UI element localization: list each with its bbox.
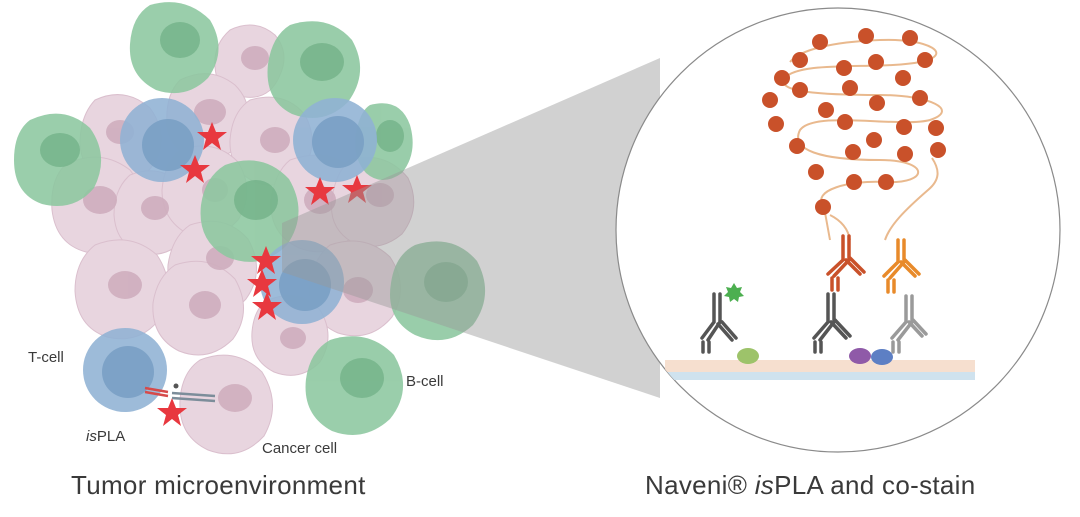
star-icon	[197, 122, 227, 150]
pla-signal-stars	[157, 122, 372, 426]
fluorophore-icon	[724, 283, 744, 302]
b-cell-label: B-cell	[406, 373, 444, 390]
ispla-label-rest: PLA	[96, 428, 126, 445]
star-icon	[247, 269, 277, 297]
fluorescent-antibody	[700, 292, 738, 354]
rca-tail-strand	[884, 157, 939, 241]
t-cell-label: T-cell	[28, 349, 64, 366]
t-cell-nuclei	[102, 116, 364, 398]
antibodies	[700, 234, 928, 354]
antigen-blue	[871, 349, 893, 365]
star-icon	[251, 246, 281, 274]
ispla-label: isPLA	[86, 428, 125, 445]
cancer-cell-label: Cancer cell	[262, 440, 338, 457]
ispla-interaction	[144, 383, 216, 403]
caption-naveni-suffix: PLA and co-stain	[774, 470, 976, 500]
magnification-cone	[282, 58, 660, 398]
star-icon	[252, 292, 282, 320]
pla-probe-orange	[882, 238, 921, 294]
b-cell-nuclei	[40, 22, 468, 398]
primary-antibody-grey	[890, 294, 928, 354]
star-icon	[157, 398, 187, 426]
zoom-circle	[615, 7, 1061, 453]
tumor-microenvironment	[14, 2, 486, 455]
slide-base	[665, 372, 975, 380]
caption-tumor-microenvironment: Tumor microenvironment	[71, 470, 366, 500]
star-icon	[180, 155, 210, 183]
primary-antibody-dark	[812, 292, 852, 354]
caption-naveni-ispla: Naveni® isPLA and co-stain	[645, 470, 975, 501]
star-icon	[305, 177, 335, 205]
pla-probe-red	[826, 234, 866, 292]
antigen-purple	[849, 348, 871, 364]
caption-naveni-italic: is	[754, 470, 775, 500]
antigen-green	[737, 348, 759, 364]
caption-naveni-prefix: Naveni®	[645, 470, 755, 500]
star-icon	[342, 175, 372, 203]
ispla-label-italic: is	[86, 428, 97, 445]
rca-beads	[762, 28, 946, 215]
slide-surface	[665, 360, 975, 372]
